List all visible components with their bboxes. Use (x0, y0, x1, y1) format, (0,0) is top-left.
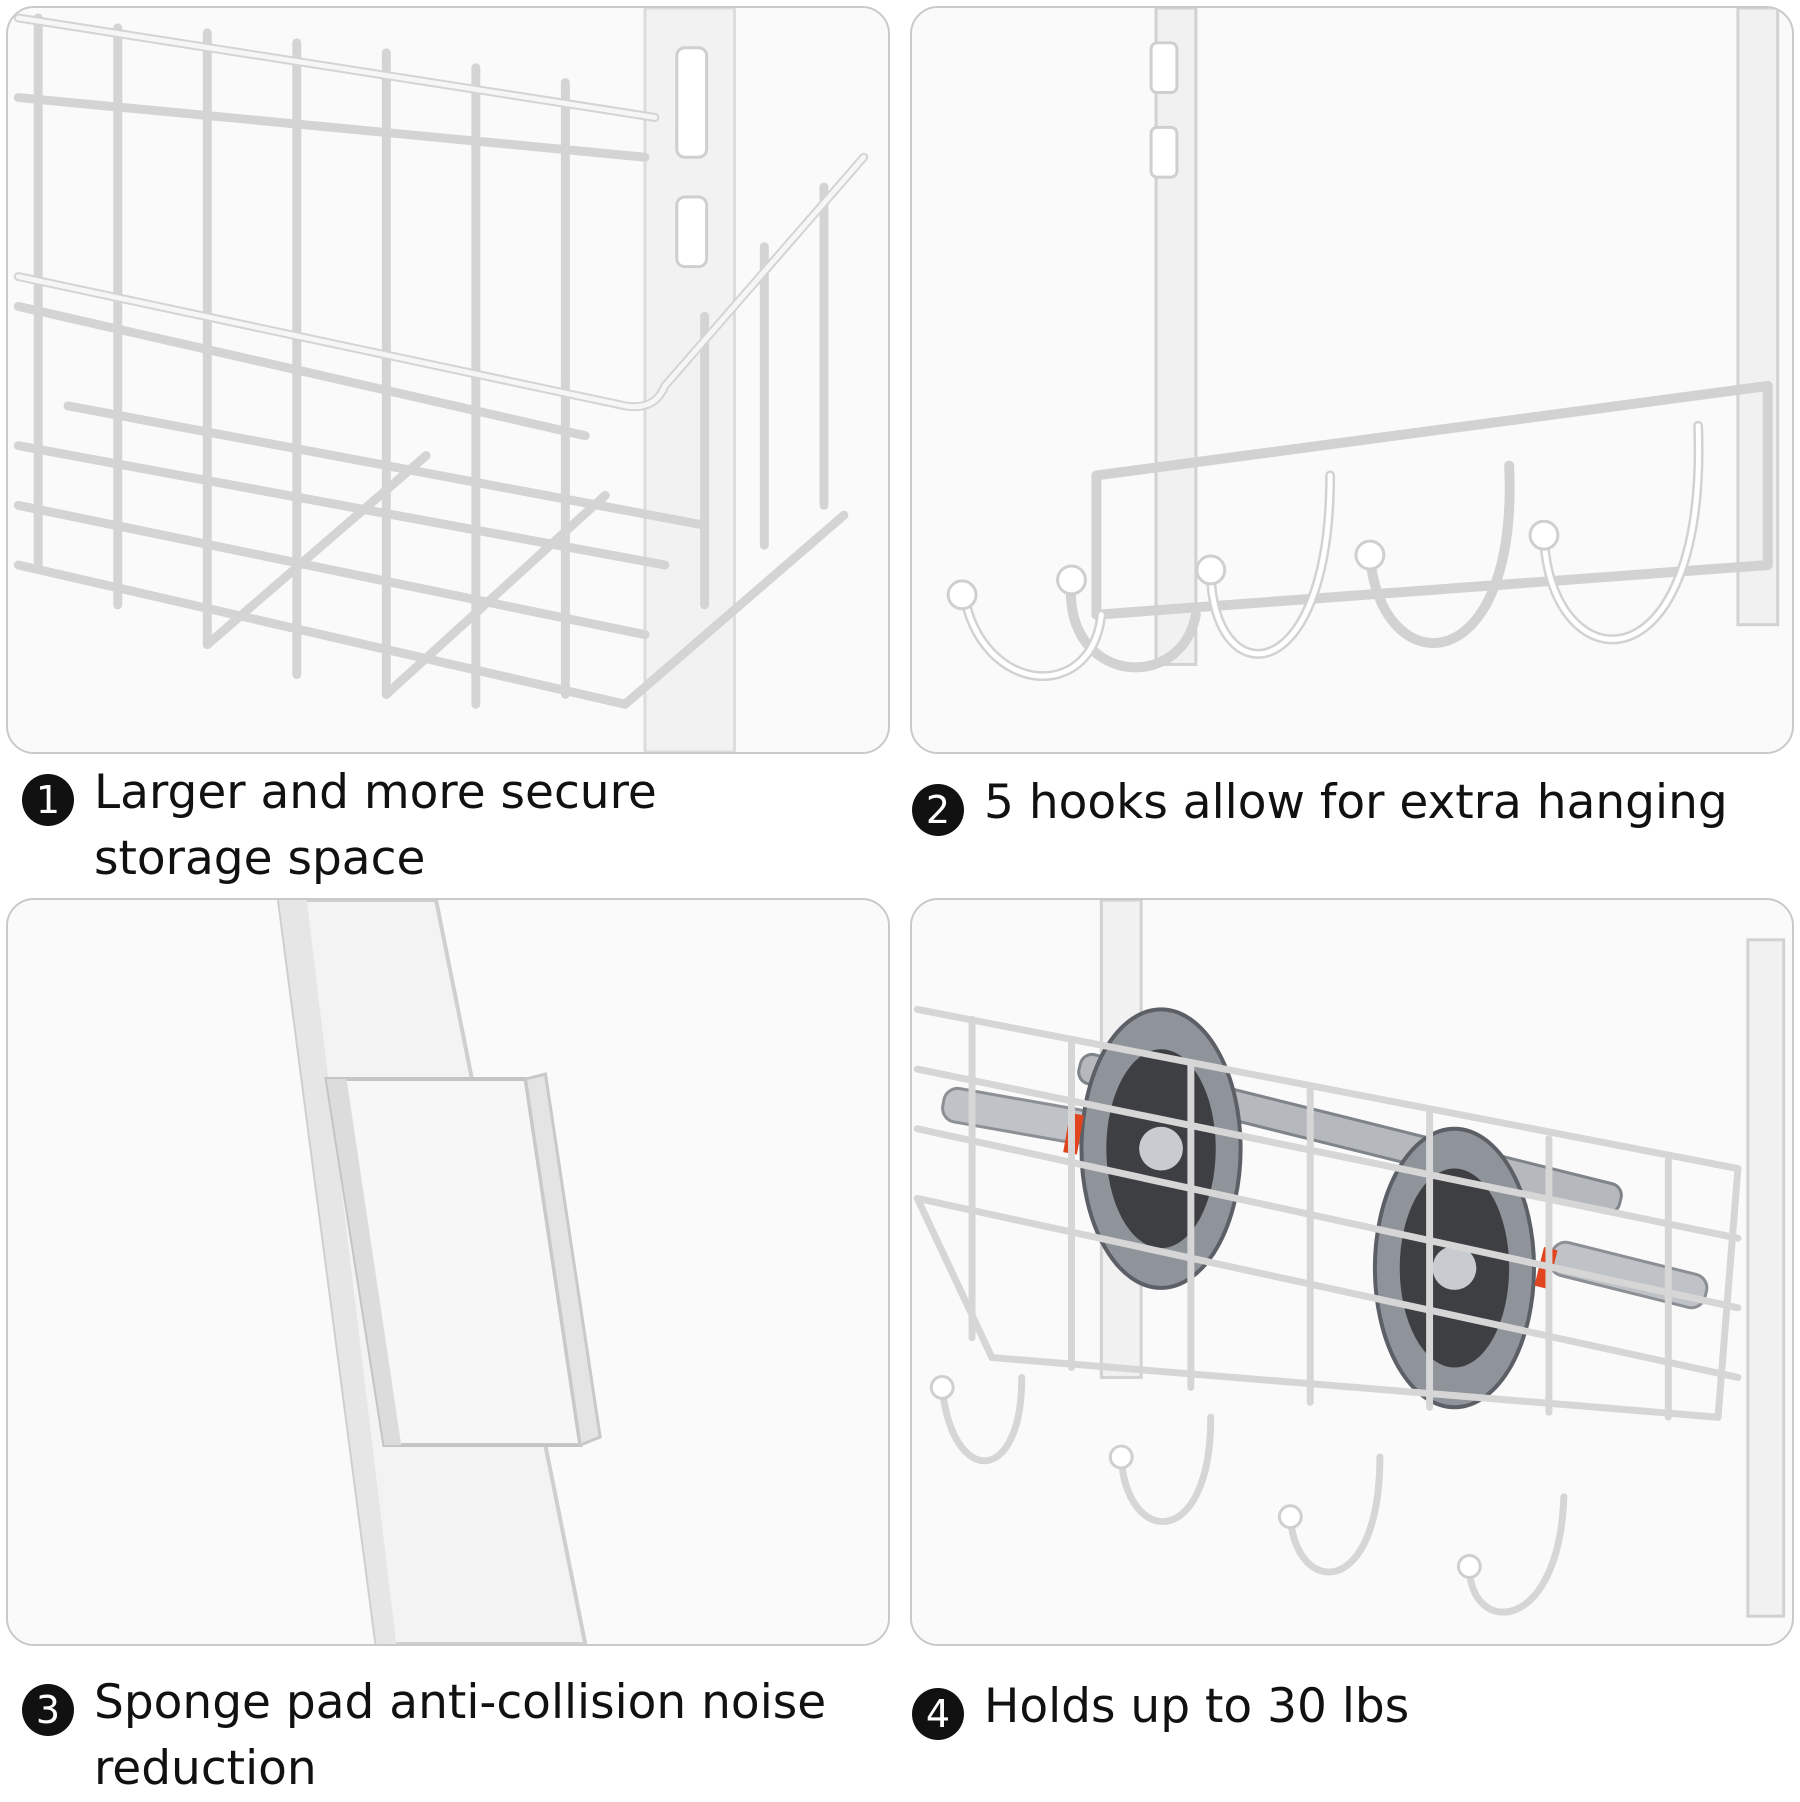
feature-caption-4: 4 Holds up to 30 lbs (912, 1674, 1792, 1740)
number-badge-2: 2 (912, 784, 964, 836)
sponge-pad-illustration (8, 900, 888, 1644)
dumbbell-basket-illustration (912, 900, 1792, 1644)
feature-image-2 (910, 6, 1794, 754)
number-badge-4: 4 (912, 1688, 964, 1740)
number-badge-1: 1 (22, 774, 74, 826)
feature-text-3: Sponge pad anti-collision noise reductio… (94, 1675, 827, 1796)
feature-image-1 (6, 6, 890, 754)
feature-text-4: Holds up to 30 lbs (984, 1679, 1410, 1734)
feature-image-4 (910, 898, 1794, 1646)
feature-caption-1: 1 Larger and more secure storage space (22, 760, 882, 892)
feature-caption-3: 3 Sponge pad anti-collision noise reduct… (22, 1670, 902, 1802)
number-badge-3: 3 (22, 1684, 74, 1736)
wire-basket-illustration (8, 8, 888, 752)
feature-text-1: Larger and more secure storage space (94, 765, 657, 886)
feature-image-3 (6, 898, 890, 1646)
feature-text-2: 5 hooks allow for extra hanging (984, 775, 1728, 830)
feature-caption-2: 2 5 hooks allow for extra hanging (912, 770, 1792, 836)
hook-rail-illustration (912, 8, 1792, 752)
